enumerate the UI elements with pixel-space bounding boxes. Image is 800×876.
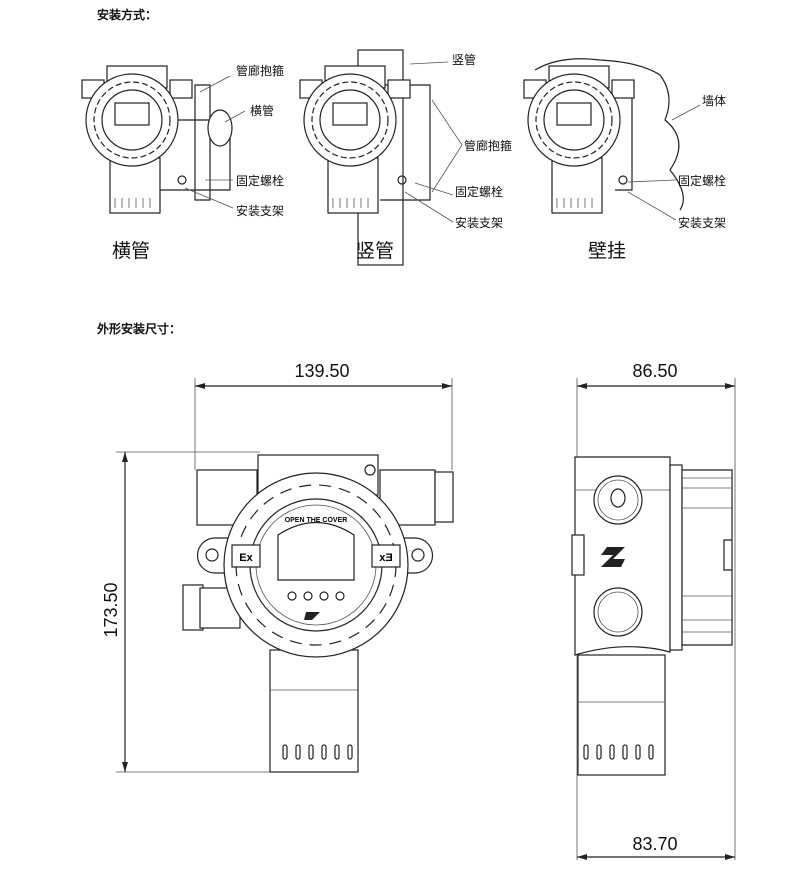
label-bracket-3: 安装支架 bbox=[678, 215, 726, 230]
label-bolt-1: 固定螺栓 bbox=[236, 173, 284, 188]
cover-warning-text: OPEN THE COVER bbox=[285, 517, 348, 524]
label-vertical-pipe: 竖管 bbox=[452, 52, 476, 67]
install-methods-title: 安装方式： bbox=[97, 8, 158, 22]
label-bracket-1: 安装支架 bbox=[236, 203, 284, 218]
front-height-dimension: 173.50 bbox=[101, 582, 121, 637]
caption-horizontal: 横管 bbox=[112, 240, 150, 262]
dimensions-title: 外形安装尺寸： bbox=[97, 322, 182, 336]
label-clamp-1: 管廊抱箍 bbox=[236, 63, 284, 78]
side-view-drawing bbox=[571, 456, 733, 776]
label-bolt-2: 固定螺栓 bbox=[455, 184, 503, 199]
label-horizontal-pipe: 横管 bbox=[250, 103, 274, 118]
caption-vertical: 竖管 bbox=[356, 240, 394, 262]
wall-install-drawing bbox=[523, 58, 701, 221]
horizontal-pipe-install-drawing bbox=[81, 65, 246, 214]
side-depth-top-dimension: 86.50 bbox=[632, 361, 677, 381]
side-depth-bottom-dimension: 83.70 bbox=[632, 834, 677, 854]
front-dimension-lines bbox=[116, 378, 453, 773]
label-clamp-2: 管廊抱箍 bbox=[464, 138, 512, 153]
vertical-pipe-install-drawing bbox=[299, 49, 463, 266]
label-wall: 墙体 bbox=[702, 94, 726, 108]
caption-wall: 壁挂 bbox=[588, 240, 626, 262]
label-bolt-3: 固定螺栓 bbox=[678, 173, 726, 188]
label-bracket-2: 安装支架 bbox=[455, 215, 503, 230]
ex-mark-left: Ex bbox=[239, 552, 253, 564]
front-width-dimension: 139.50 bbox=[294, 361, 349, 381]
front-view-drawing bbox=[182, 454, 454, 773]
ex-mark-right: Ex bbox=[378, 552, 392, 564]
